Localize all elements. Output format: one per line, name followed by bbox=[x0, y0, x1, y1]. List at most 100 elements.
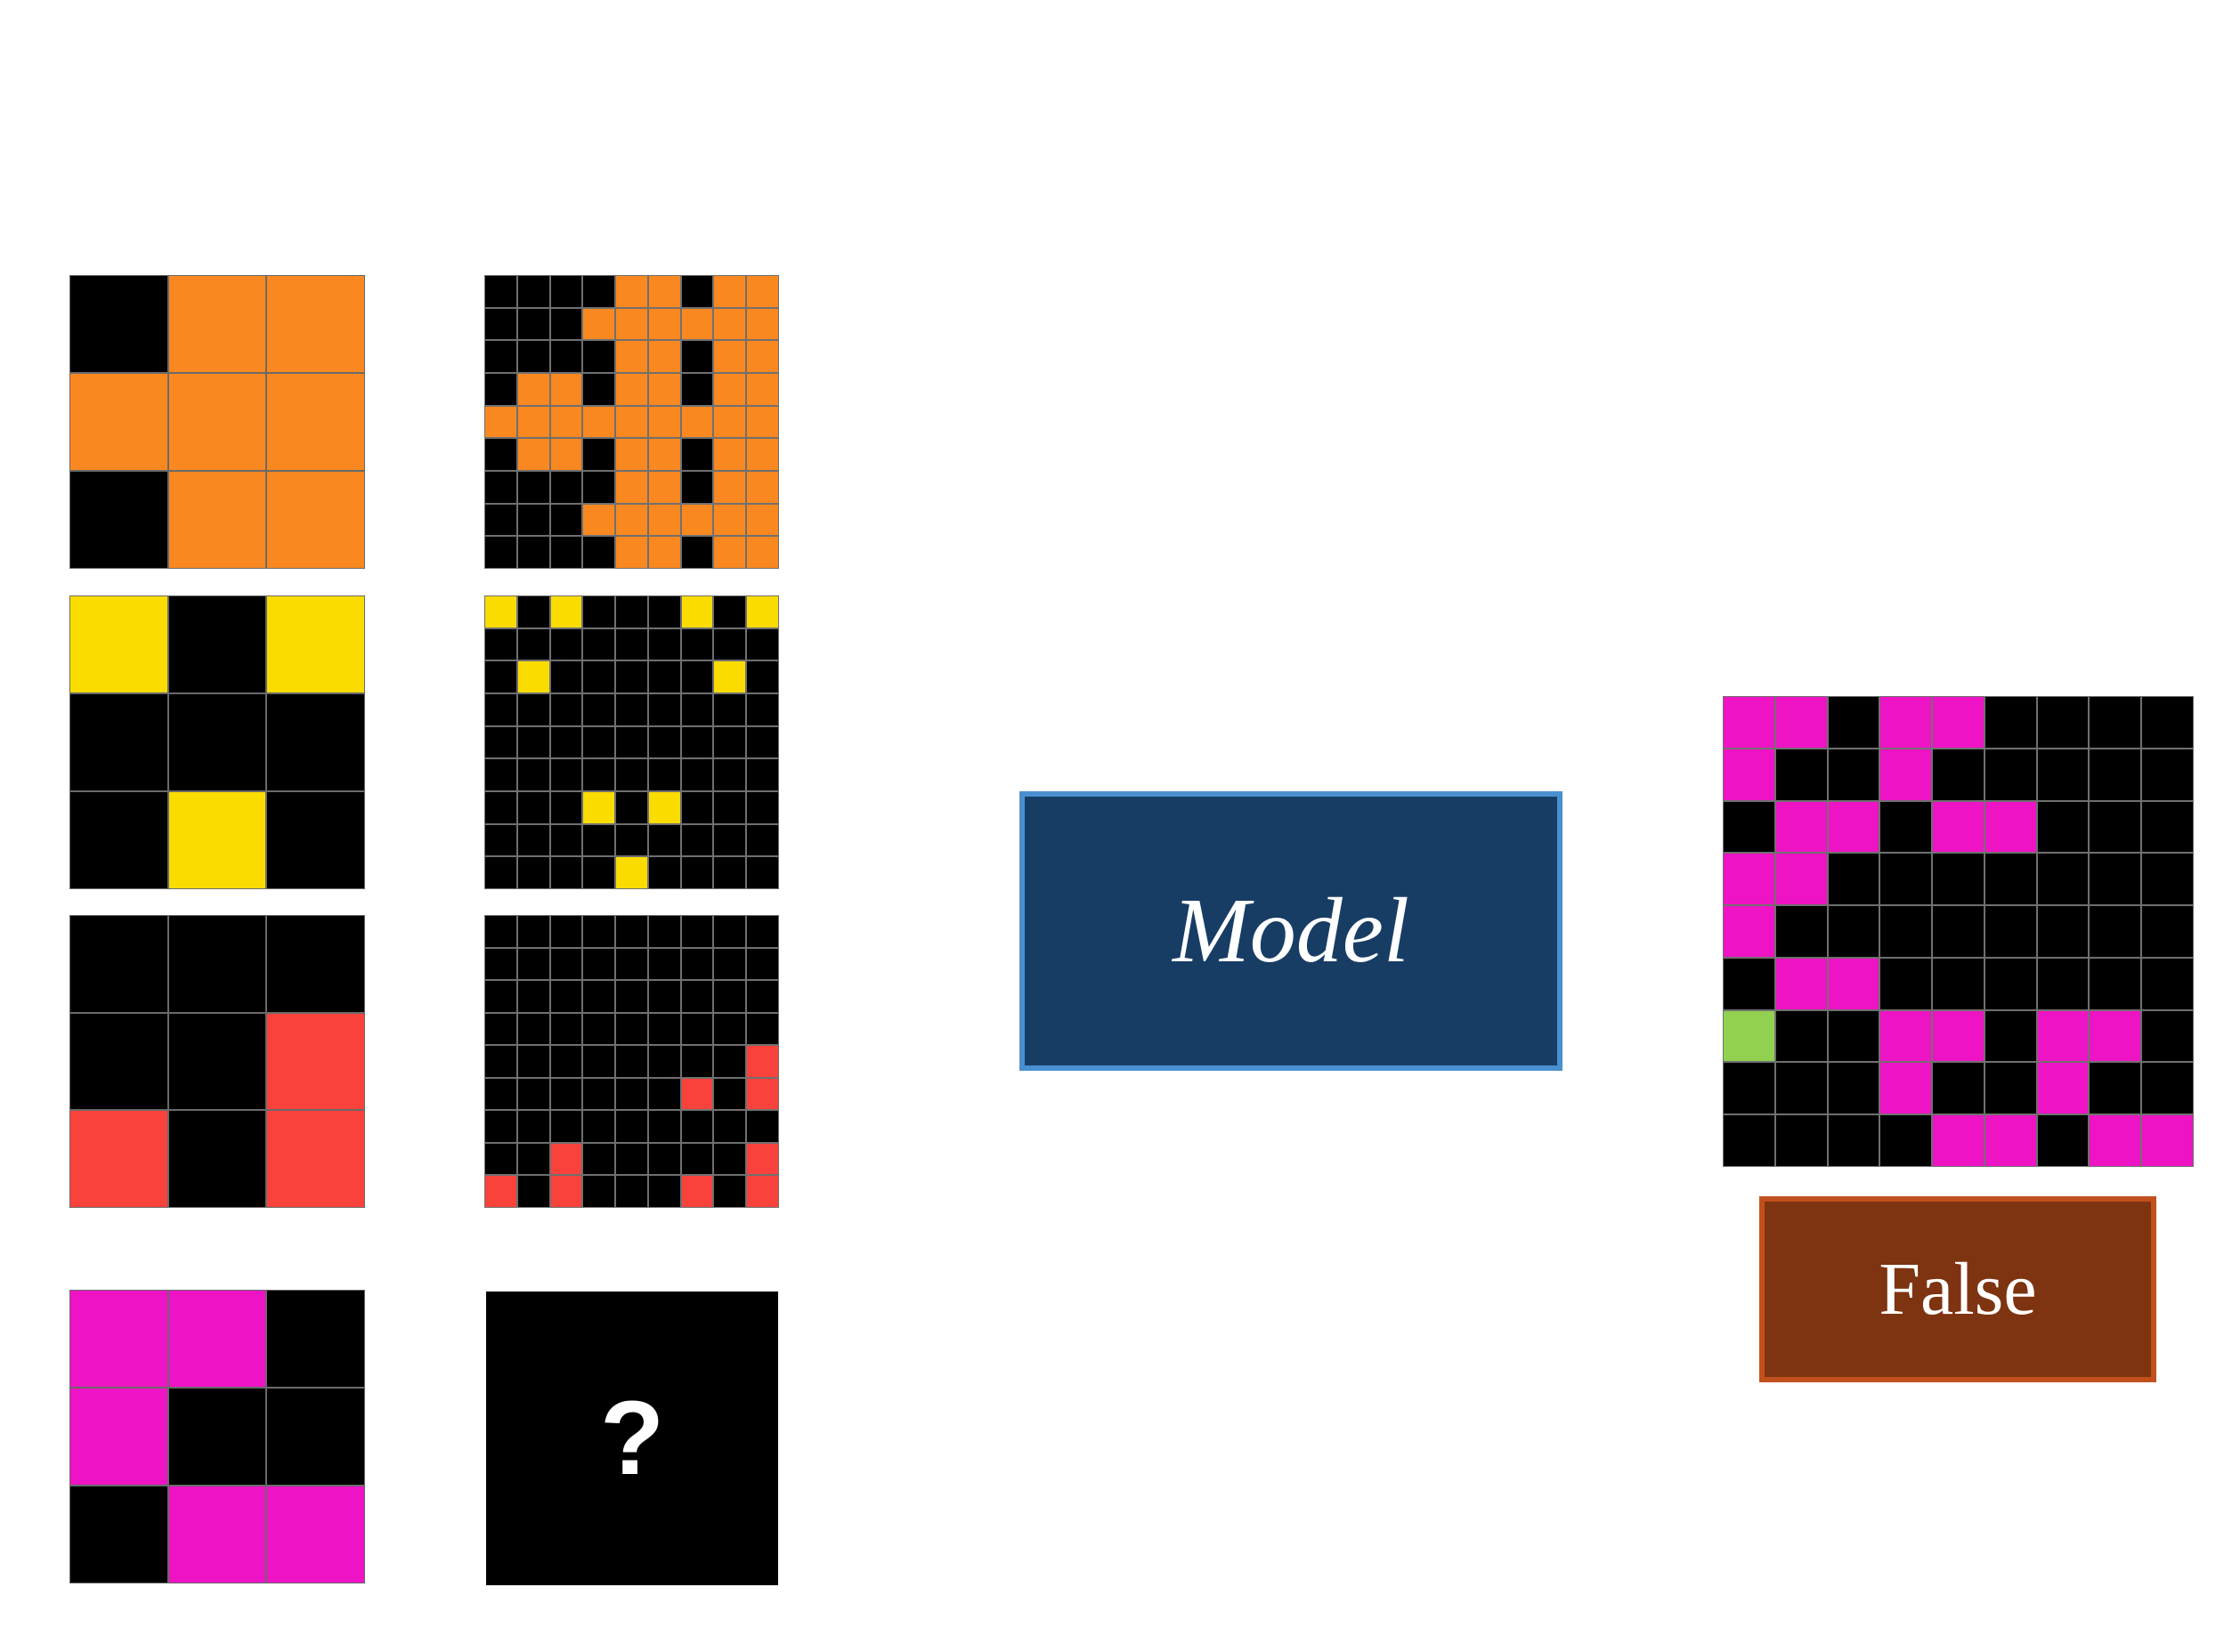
example-1-output-grid-cell-2-4 bbox=[615, 340, 648, 373]
model-prediction-grid-cell-8-2 bbox=[1827, 1114, 1880, 1167]
example-2-output-grid-cell-6-1 bbox=[516, 791, 550, 824]
example-2-output-grid-cell-7-3 bbox=[582, 823, 616, 857]
example-2-output-grid bbox=[484, 595, 779, 889]
example-1-input-grid-cell-2-2 bbox=[266, 471, 365, 569]
model-prediction-grid-cell-7-4 bbox=[1932, 1062, 1984, 1115]
test-input-grid-cell-2-1 bbox=[167, 1486, 267, 1583]
example-1-output-grid-cell-4-8 bbox=[746, 405, 779, 439]
example-2-output-grid-cell-1-0 bbox=[484, 628, 517, 661]
model-prediction-grid-cell-0-6 bbox=[2036, 696, 2090, 749]
example-3-output-grid-cell-3-1 bbox=[516, 1012, 550, 1046]
example-2-output-grid-cell-2-0 bbox=[484, 660, 517, 693]
model-box: Model bbox=[1019, 791, 1562, 1071]
example-2-output-grid-cell-0-3 bbox=[582, 595, 616, 628]
verdict-box: False bbox=[1759, 1196, 2156, 1382]
example-3-output-grid-cell-3-2 bbox=[549, 1012, 583, 1046]
model-prediction-grid-cell-0-5 bbox=[1984, 696, 2037, 749]
model-prediction-grid-cell-6-5 bbox=[1984, 1009, 2037, 1063]
example-3-output-grid-cell-8-6 bbox=[680, 1175, 714, 1208]
example-3-output-grid bbox=[484, 915, 779, 1208]
example-2-output-grid-cell-7-5 bbox=[647, 823, 681, 857]
model-prediction-grid-cell-8-4 bbox=[1932, 1114, 1984, 1167]
model-prediction-grid-cell-6-8 bbox=[2141, 1009, 2194, 1063]
example-1-output-grid-cell-1-3 bbox=[582, 307, 616, 341]
example-2-output-grid-cell-3-2 bbox=[549, 693, 583, 726]
example-2-output-grid-cell-0-0 bbox=[484, 595, 517, 628]
example-2-output-grid-cell-0-6 bbox=[680, 595, 714, 628]
example-3-output-grid-cell-1-2 bbox=[549, 947, 583, 981]
model-prediction-grid-cell-1-3 bbox=[1879, 748, 1933, 801]
example-1-input-grid-cell-2-0 bbox=[69, 471, 168, 569]
example-3-output-grid-cell-7-5 bbox=[647, 1142, 681, 1176]
example-2-output-grid-cell-3-0 bbox=[484, 693, 517, 726]
example-3-output-grid-cell-7-1 bbox=[516, 1142, 550, 1176]
model-prediction-grid-cell-2-1 bbox=[1774, 800, 1828, 854]
example-1-output-grid-cell-1-5 bbox=[647, 307, 681, 341]
example-3-output-grid-cell-1-3 bbox=[582, 947, 616, 981]
example-2-output-grid-cell-5-2 bbox=[549, 758, 583, 791]
example-1-output-grid-cell-8-1 bbox=[516, 536, 550, 569]
model-prediction-grid-cell-5-8 bbox=[2141, 957, 2194, 1010]
model-prediction-grid-cell-6-4 bbox=[1932, 1009, 1984, 1063]
example-2-output-grid-cell-0-4 bbox=[615, 595, 648, 628]
example-3-output-grid-cell-5-3 bbox=[582, 1077, 616, 1111]
example-2-output-grid-cell-4-1 bbox=[516, 725, 550, 759]
example-1-output-grid-cell-3-5 bbox=[647, 373, 681, 406]
example-2-output-grid-cell-4-6 bbox=[680, 725, 714, 759]
example-2-output-grid-cell-2-1 bbox=[516, 660, 550, 693]
example-2-output-grid-cell-3-8 bbox=[746, 693, 779, 726]
example-2-output-grid-cell-8-2 bbox=[549, 856, 583, 889]
example-2-output-grid-cell-1-1 bbox=[516, 628, 550, 661]
example-3-output-grid-cell-8-8 bbox=[746, 1175, 779, 1208]
example-3-output-grid-cell-5-4 bbox=[615, 1077, 648, 1111]
example-1-output-grid-cell-8-5 bbox=[647, 536, 681, 569]
example-1-output-grid-cell-7-6 bbox=[680, 503, 714, 537]
model-prediction-grid-cell-0-2 bbox=[1827, 696, 1880, 749]
example-3-output-grid-cell-2-7 bbox=[713, 980, 747, 1013]
model-prediction-grid-cell-3-0 bbox=[1723, 853, 1775, 906]
example-3-output-grid-cell-3-5 bbox=[647, 1012, 681, 1046]
example-2-output-grid-cell-0-2 bbox=[549, 595, 583, 628]
example-1-output-grid-cell-1-1 bbox=[516, 307, 550, 341]
example-2-output-grid-cell-4-2 bbox=[549, 725, 583, 759]
example-3-output-grid-cell-5-8 bbox=[746, 1077, 779, 1111]
example-3-output-grid-cell-5-6 bbox=[680, 1077, 714, 1111]
model-prediction-grid-cell-0-3 bbox=[1879, 696, 1933, 749]
model-prediction-grid-cell-2-2 bbox=[1827, 800, 1880, 854]
example-1-input-grid-cell-0-2 bbox=[266, 275, 365, 373]
model-prediction-grid-cell-0-4 bbox=[1932, 696, 1984, 749]
example-1-input-grid-cell-1-0 bbox=[69, 373, 168, 471]
example-2-output-grid-cell-4-7 bbox=[713, 725, 747, 759]
example-2-output-grid-cell-3-1 bbox=[516, 693, 550, 726]
example-3-output-grid-cell-7-4 bbox=[615, 1142, 648, 1176]
model-prediction-grid-cell-7-5 bbox=[1984, 1062, 2037, 1115]
example-2-output-grid-cell-2-3 bbox=[582, 660, 616, 693]
example-2-output-grid-cell-8-5 bbox=[647, 856, 681, 889]
test-input-grid-cell-1-2 bbox=[266, 1388, 365, 1486]
example-2-output-grid-cell-4-4 bbox=[615, 725, 648, 759]
test-input-grid-cell-2-0 bbox=[69, 1486, 168, 1583]
example-1-output-grid-cell-8-0 bbox=[484, 536, 517, 569]
example-3-output-grid-cell-7-7 bbox=[713, 1142, 747, 1176]
example-1-output-grid-cell-6-4 bbox=[615, 471, 648, 504]
model-prediction-grid-cell-8-0 bbox=[1723, 1114, 1775, 1167]
example-2-output-grid-cell-1-5 bbox=[647, 628, 681, 661]
example-1-output-grid-cell-7-2 bbox=[549, 503, 583, 537]
model-prediction-grid-cell-1-6 bbox=[2036, 748, 2090, 801]
example-1-output-grid-cell-8-7 bbox=[713, 536, 747, 569]
example-3-output-grid-cell-0-5 bbox=[647, 915, 681, 948]
example-2-output-grid-cell-1-8 bbox=[746, 628, 779, 661]
model-prediction-grid-cell-6-6 bbox=[2036, 1009, 2090, 1063]
example-1-output-grid-cell-2-1 bbox=[516, 340, 550, 373]
example-1-output-grid-cell-8-3 bbox=[582, 536, 616, 569]
example-3-output-grid-cell-4-0 bbox=[484, 1045, 517, 1078]
example-2-input-grid-cell-0-0 bbox=[69, 595, 168, 693]
example-2-output-grid-cell-2-4 bbox=[615, 660, 648, 693]
example-3-output-grid-cell-6-2 bbox=[549, 1110, 583, 1143]
model-prediction-grid-cell-8-5 bbox=[1984, 1114, 2037, 1167]
model-prediction-grid-cell-5-0 bbox=[1723, 957, 1775, 1010]
example-2-output-grid-cell-6-7 bbox=[713, 791, 747, 824]
example-1-output-grid-cell-3-7 bbox=[713, 373, 747, 406]
example-1-output-grid-cell-5-5 bbox=[647, 438, 681, 471]
example-3-output-grid-cell-6-7 bbox=[713, 1110, 747, 1143]
